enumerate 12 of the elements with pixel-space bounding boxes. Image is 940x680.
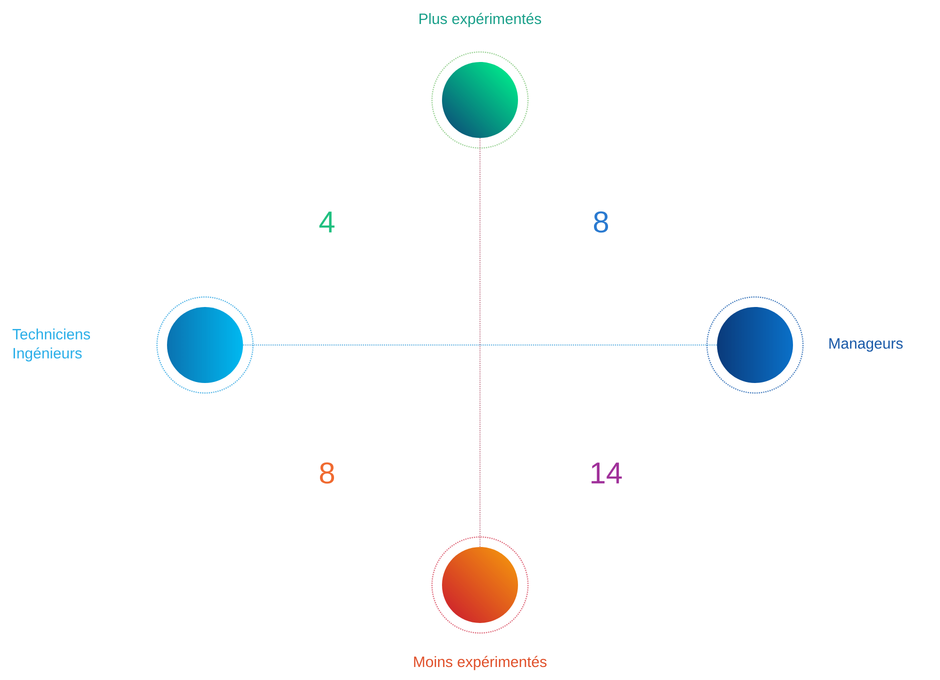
node-label: Techniciens Ingénieurs <box>12 328 90 362</box>
connector-line <box>479 138 481 547</box>
count-number: 8 <box>320 462 334 484</box>
circle-node: Moins expérimentés <box>414 536 547 670</box>
count-number: 8 <box>594 211 608 233</box>
circle-node: Manageurs <box>706 296 903 394</box>
connector-line <box>243 344 717 346</box>
circle-node: Plus expérimentés <box>420 12 542 149</box>
count-number: 14 <box>592 462 622 484</box>
count-number: 4 <box>319 212 334 232</box>
circle-node: Techniciens Ingénieurs <box>12 296 254 394</box>
node-label: Manageurs <box>829 338 903 352</box>
